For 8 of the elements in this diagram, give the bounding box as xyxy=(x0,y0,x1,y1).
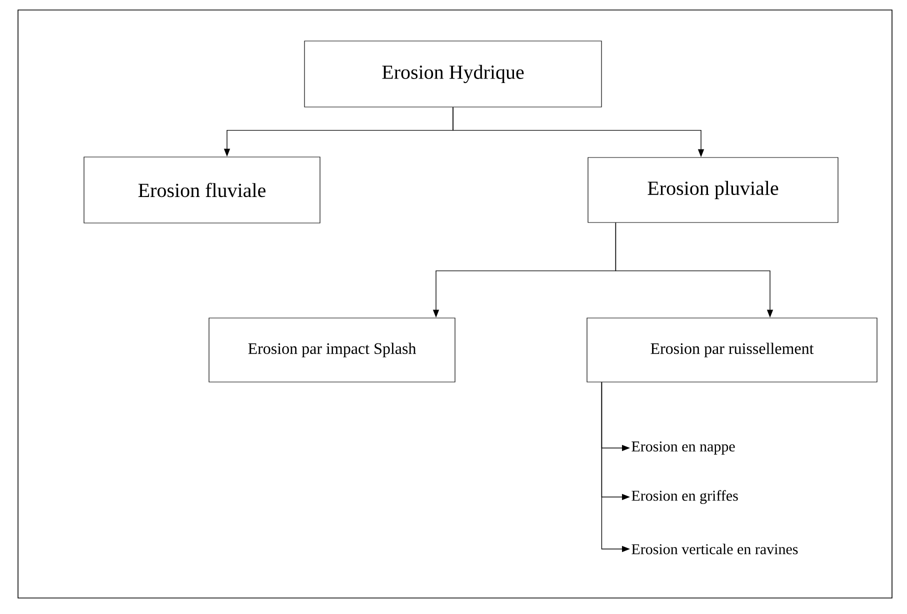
list-item: Erosion en nappe xyxy=(632,441,735,455)
process-box: Erosion par ruissellement xyxy=(586,318,878,382)
list-item: Erosion en griffes xyxy=(632,490,738,504)
process-box: Erosion pluviale xyxy=(588,157,838,223)
process-box: Erosion fluviale xyxy=(84,156,320,224)
list-item: Erosion verticale en ravines xyxy=(632,544,798,554)
process-box: Erosion Hydrique xyxy=(304,40,602,108)
process-box: Erosion par impact Splash xyxy=(208,318,456,382)
